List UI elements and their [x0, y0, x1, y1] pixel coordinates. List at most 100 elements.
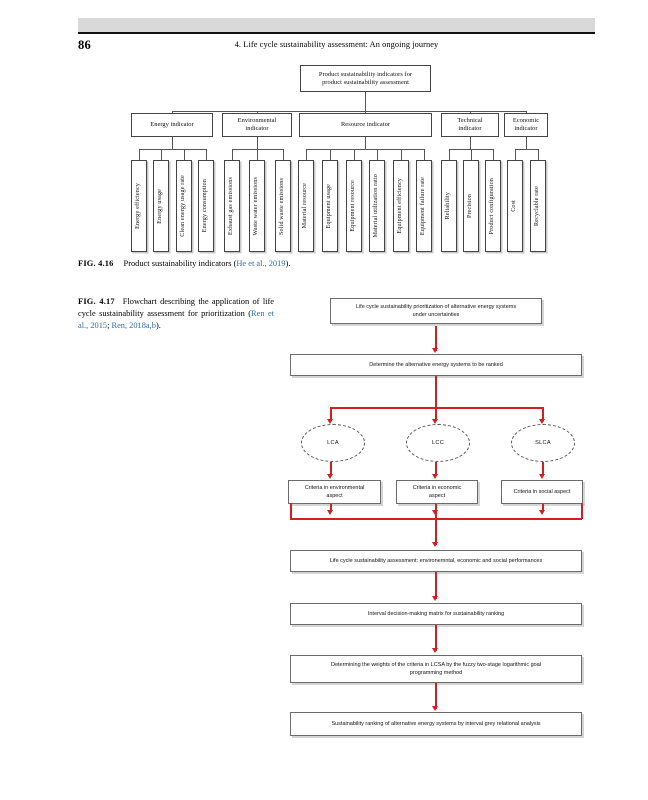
- tree-subtree-stem-energy: [172, 137, 173, 149]
- tree-leaf-equipment-resource: Equipment resource: [346, 160, 362, 252]
- tree-leaf-material-resource: Material resource: [298, 160, 314, 252]
- figure-4-16-caption-tail: ).: [285, 259, 291, 268]
- flow-line-weights-to-ranking: [435, 683, 437, 709]
- flow-node-criteria-env-line2: aspect: [326, 493, 343, 499]
- flow-node-lcsa-label: Life cycle sustainability assessment: en…: [329, 557, 543, 564]
- flow-node-lcsa: Life cycle sustainability assessment: en…: [290, 550, 582, 572]
- tree-subtree-stem-economic: [526, 137, 527, 149]
- flow-arrowhead-lcsa: [432, 542, 438, 547]
- tree-branch-environmental-line1: Environmental: [237, 117, 277, 124]
- tree-leaf-energy-consumption: Energy consumption: [198, 160, 214, 252]
- flow-node-lca: LCA: [301, 424, 365, 462]
- tree-leaf-label: Equipment efficiency: [397, 178, 404, 234]
- tree-leafstem-res-5: [424, 149, 425, 160]
- flow-node-matrix: Interval decision-making matrix for sust…: [290, 603, 582, 625]
- figure-4-17-caption-reference-1[interactable]: Ren et al., 2015: [78, 308, 274, 330]
- flow-node-lcc: LCC: [406, 424, 470, 462]
- flow-line-criteria-env-down: [330, 504, 332, 512]
- flow-arrowhead-lcc: [432, 419, 438, 424]
- flow-node-criteria-social: Criteria in social aspect: [501, 480, 583, 504]
- tree-leaf-recyclable-rate: Recyclable rate: [530, 160, 546, 252]
- flow-arrowhead-merge-env: [327, 510, 333, 515]
- flow-node-weights-line2: programming method: [409, 670, 463, 676]
- flow-line-lca-to-criteria: [330, 462, 332, 476]
- tree-leaf-label: Recyclable rate: [534, 186, 541, 226]
- flow-node-ranking: Sustainability ranking of alternative en…: [290, 712, 582, 736]
- flow-line-lcsa-to-matrix: [435, 572, 437, 599]
- header-band: [78, 18, 595, 32]
- tree-leaf-label: Equipment usage: [326, 183, 333, 229]
- figure-4-16-caption-label: FIG. 4.16: [78, 259, 114, 268]
- tree-leaf-cost: Cost: [507, 160, 523, 252]
- running-head: 4. Life cycle sustainability assessment:…: [234, 40, 439, 49]
- tree-leaf-energy-efficiency: Energy efficiency: [131, 160, 147, 252]
- tree-leaf-label: Waste water emissions: [253, 176, 260, 236]
- tree-leaf-label: Cost: [511, 200, 518, 212]
- tree-branch-technical-line1: Technical: [457, 117, 483, 124]
- tree-branch-environmental: Environmental indicator: [222, 113, 292, 137]
- tree-leafstem-energy-1: [161, 149, 162, 160]
- tree-leaf-label: Material utilization ratio: [373, 174, 380, 238]
- tree-leaf-label: Material resource: [302, 183, 309, 229]
- figure-4-16-caption-reference[interactable]: He et al., 2019: [236, 259, 286, 268]
- flow-node-determine: Determine the alternative energy systems…: [290, 354, 582, 376]
- flow-arrowhead-criteria-soc: [539, 474, 545, 479]
- tree-leaf-label: Equipment failure rate: [420, 176, 427, 236]
- tree-branch-technical: Technical indicator: [441, 113, 499, 137]
- flow-line-fanout-mid: [435, 407, 437, 421]
- flow-arrowhead-criteria-env: [327, 474, 333, 479]
- flow-line-merge-right-riser: [581, 503, 583, 519]
- tree-leafstem-tech-0: [449, 149, 450, 160]
- flow-node-start-line1: Life cycle sustainability prioritization…: [355, 303, 517, 310]
- tree-leaf-label: Equipment resource: [350, 180, 357, 232]
- flow-node-determine-label: Determine the alternative energy systems…: [369, 361, 503, 368]
- tree-leaf-label: Solid waste emissions: [279, 177, 286, 235]
- tree-branch-energy-label: Energy indicator: [150, 121, 194, 128]
- flow-arrowhead-merge-soc: [539, 510, 545, 515]
- flow-node-start: Life cycle sustainability prioritization…: [330, 298, 542, 324]
- tree-leafstem-env-1: [257, 149, 258, 160]
- flow-arrowhead-lca: [327, 419, 333, 424]
- tree-leafstem-energy-3: [206, 149, 207, 160]
- flow-node-weights: Determining the weights of the criteria …: [290, 655, 582, 683]
- tree-branch-energy: Energy indicator: [131, 113, 213, 137]
- flow-node-start-line2: under uncertainties: [412, 312, 460, 318]
- tree-root-stem: [365, 92, 366, 111]
- tree-subbus-energy: [139, 149, 206, 150]
- tree-root-line1: Product sustainability indicators for: [318, 70, 413, 78]
- flow-line-determine-down: [435, 376, 437, 408]
- tree-branch-environmental-line2: indicator: [245, 125, 269, 132]
- flow-line-lcc-to-criteria: [435, 462, 437, 476]
- header-rule: [78, 32, 595, 34]
- tree-leafstem-res-4: [401, 149, 402, 160]
- flow-node-criteria-economic: Criteria in economic aspect: [396, 480, 478, 504]
- flow-node-criteria-environmental: Criteria in environmental aspect: [288, 480, 381, 504]
- figure-4-17-caption-label: FIG. 4.17: [78, 297, 115, 306]
- tree-leaf-label: Exhaust gas emissions: [228, 177, 235, 235]
- tree-leafstem-tech-2: [493, 149, 494, 160]
- figure-4-17-caption-separator: ;: [107, 320, 112, 330]
- tree-leafstem-energy-2: [184, 149, 185, 160]
- tree-leaf-solid-waste-emissions: Solid waste emissions: [275, 160, 291, 252]
- flow-node-criteria-eco-line2: aspect: [428, 493, 446, 499]
- tree-leafstem-res-3: [377, 149, 378, 160]
- tree-subtree-stem-environmental: [257, 137, 258, 149]
- tree-leaf-product-configuration: Product configuration: [485, 160, 501, 252]
- tree-leaf-label: Precision: [467, 193, 474, 219]
- tree-branch-economic: Economic indicator: [504, 113, 548, 137]
- tree-root-node: Product sustainability indicators for pr…: [300, 65, 431, 92]
- tree-branch-economic-line1: Economic: [512, 117, 540, 124]
- flow-node-slca-label: SLCA: [535, 440, 551, 446]
- tree-leaf-equipment-efficiency: Equipment efficiency: [393, 160, 409, 252]
- figure-4-17-caption-reference-2[interactable]: Ren, 2018a,b: [111, 320, 156, 330]
- flow-node-weights-line1: Determining the weights of the criteria …: [330, 661, 542, 668]
- tree-branch-technical-line2: indicator: [458, 125, 482, 132]
- tree-leaf-precision: Precision: [463, 160, 479, 252]
- flow-line-merge-left-riser: [290, 503, 292, 519]
- tree-leaf-label: Reliability: [445, 192, 452, 220]
- tree-leafstem-env-0: [232, 149, 233, 160]
- flow-node-slca: SLCA: [511, 424, 575, 462]
- tree-leafstem-res-1: [330, 149, 331, 160]
